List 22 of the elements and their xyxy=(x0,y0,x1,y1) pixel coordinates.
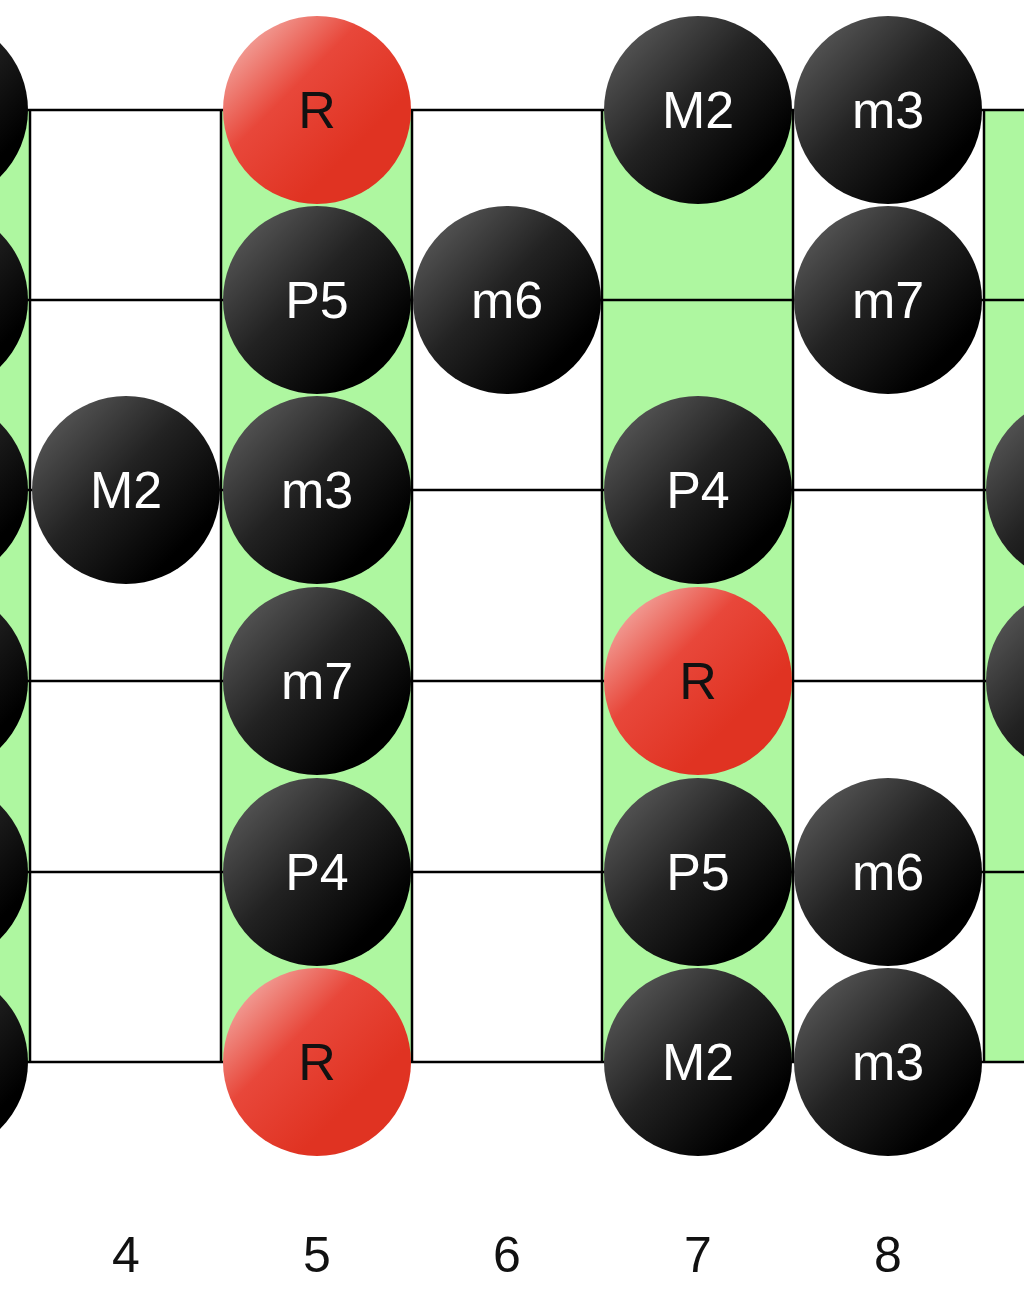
interval-name: M2 xyxy=(661,84,735,136)
interval-name: R xyxy=(298,84,336,136)
interval-name: R xyxy=(298,1036,336,1088)
interval-name: m7 xyxy=(851,274,925,326)
fret-number: 5 xyxy=(303,1230,331,1280)
interval-name: m7 xyxy=(280,655,354,707)
interval-name: P5 xyxy=(666,846,730,898)
interval-name: P5 xyxy=(285,274,349,326)
interval-name: M2 xyxy=(661,1036,735,1088)
interval-name: m6 xyxy=(470,274,544,326)
interval-name: P4 xyxy=(666,464,730,516)
fret-number: 4 xyxy=(112,1230,140,1280)
fret-number: 8 xyxy=(874,1230,902,1280)
interval-name: m3 xyxy=(851,84,925,136)
interval-name: M2 xyxy=(89,464,163,516)
fret-number: 6 xyxy=(493,1230,521,1280)
interval-name: m3 xyxy=(280,464,354,516)
fret-number: 7 xyxy=(684,1230,712,1280)
interval-name: m6 xyxy=(851,846,925,898)
interval-name: P4 xyxy=(285,846,349,898)
interval-name: m3 xyxy=(851,1036,925,1088)
interval-name: R xyxy=(679,655,717,707)
